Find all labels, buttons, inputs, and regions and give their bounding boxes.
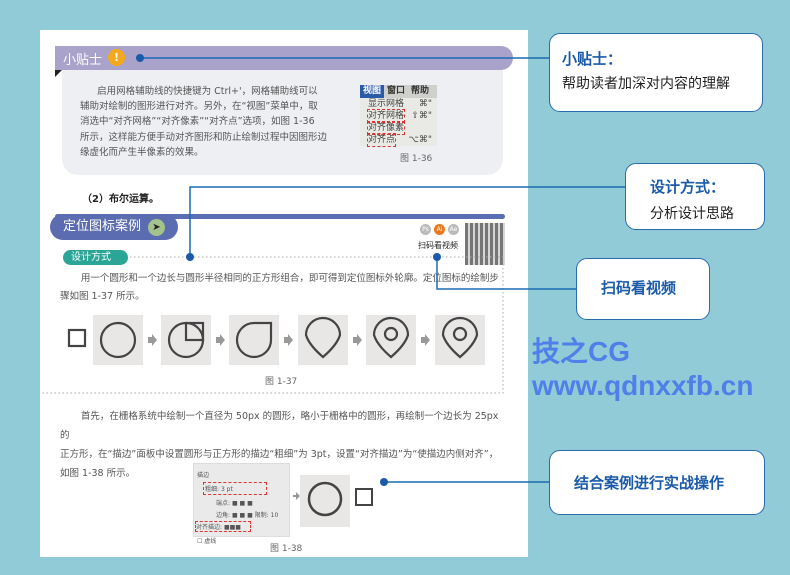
callout-design: 设计方式： 分析设计思路 xyxy=(625,163,765,230)
shortcut: ⌘" xyxy=(418,99,432,109)
tip-text: 启用网格辅助线的快捷键为 Ctrl+'，网格辅助线可以 辅助对绘制的图形进行对齐… xyxy=(80,84,355,160)
case-line: 骤如图 1-37 所示。 xyxy=(60,291,145,302)
callout-tip: 小贴士： 帮助读者加深对内容的理解 xyxy=(549,33,763,112)
menu-item: 对齐网格 xyxy=(366,109,406,123)
arrow-icon xyxy=(293,492,300,500)
stroke-panel: 描边 粗细: 3 pt 端点: ■ ■ ■ 边角: ■ ■ ■ 限制: 10 对… xyxy=(193,463,290,545)
view-menu-image: 视图窗口帮助 显示网格 ⌘" 对齐网格 ⇧⌘" 对齐像素 对齐点 ⌥⌘" xyxy=(360,85,437,147)
watermark: 技之CG www.qdnxxfb.cn xyxy=(532,336,754,401)
limit-field[interactable]: 10 xyxy=(270,512,279,519)
case-line: 如图 1-38 所示。 xyxy=(60,468,136,479)
case-line: 用一个圆形和一个边长与圆形半径相同的正方形组合，即可得到定位图标外轮廓。定位图标… xyxy=(80,273,499,284)
cursor-icon: ➤ xyxy=(148,219,165,236)
pin-shape xyxy=(372,316,410,359)
shortcut: ⇧⌘" xyxy=(411,111,432,121)
align-label: 对齐描边: xyxy=(196,524,223,531)
pin-hole xyxy=(452,326,468,342)
circle-shape xyxy=(99,321,137,359)
lightbulb-icon: ! xyxy=(108,49,125,66)
menu-item: 显示网格 xyxy=(368,99,405,109)
limit-label: 限制: xyxy=(254,512,269,519)
callout-sub: 分析设计思路 xyxy=(650,206,734,222)
tip-title: 小贴士 xyxy=(63,53,103,68)
case-text: 用一个圆形和一个边长与圆形半径相同的正方形组合，即可得到定位图标外轮廓。定位图标… xyxy=(60,270,510,306)
menu-help: 帮助 xyxy=(411,86,430,96)
case-line: 首先，在栅格系统中绘制一个直径为 50px 的圆形，略小于栅格中的圆形，再绘制一… xyxy=(60,411,499,441)
panel-title: 描边 xyxy=(197,472,210,479)
weight-label: 粗细: xyxy=(205,486,220,493)
figure-caption: 图 1-38 xyxy=(270,544,303,554)
tip-line: 所示，这样能方便手动对齐图形和防止绘制过程中因图形边 xyxy=(80,131,328,143)
pin-shape xyxy=(304,316,342,359)
square-shape xyxy=(355,488,373,506)
tip-line: 辅助对绘制的图形进行对齐。另外，在“视图”菜单中，取 xyxy=(80,101,318,113)
dot xyxy=(380,478,388,486)
dotted-border xyxy=(40,256,504,394)
dot xyxy=(186,253,194,261)
drop-shape xyxy=(235,321,273,359)
dot xyxy=(433,253,441,261)
square-shape xyxy=(184,321,205,342)
case-text-2: 首先，在栅格系统中绘制一个直径为 50px 的圆形，略小于栅格中的圆形，再绘制一… xyxy=(60,407,510,483)
arrow-icon xyxy=(216,334,225,346)
section-heading: （2）布尔运算。 xyxy=(82,194,159,205)
callout-title: 小贴士： xyxy=(562,50,623,68)
tip-line: 消选中“对齐网格”“对齐像素”“对齐点”选项，如图 1-36 xyxy=(80,116,315,128)
arrow-icon xyxy=(148,334,157,346)
qr-code[interactable] xyxy=(465,223,505,265)
arrow-icon xyxy=(284,334,293,346)
circle-shape xyxy=(307,481,343,517)
connector-scan xyxy=(436,257,578,290)
menu-item: 对齐点 xyxy=(366,133,397,147)
ae-icon: Ae xyxy=(448,224,459,235)
figure-caption: 图 1-36 xyxy=(400,154,433,164)
design-tag: 设计方式 xyxy=(63,250,128,265)
figure-caption: 图 1-37 xyxy=(265,377,298,387)
dashed-checkbox[interactable]: 虚线 xyxy=(204,538,217,545)
cap-label: 端点: xyxy=(216,500,231,507)
pin-shape xyxy=(441,316,479,359)
scan-label: 扫码看视频 xyxy=(418,241,458,250)
ai-icon: Ai xyxy=(434,224,445,235)
ps-icon: Ps xyxy=(420,224,431,235)
menu-view: 视图 xyxy=(360,85,385,98)
callout-title: 扫码看视频 xyxy=(601,279,677,297)
tip-line: 缘虚化而产生半像素的效果。 xyxy=(80,146,204,158)
menu-item: 对齐像素 xyxy=(366,121,406,135)
callout-case: 结合案例进行实战操作 xyxy=(549,450,765,515)
callout-scan: 扫码看视频 xyxy=(576,258,710,320)
tip-line: 启用网格辅助线的快捷键为 Ctrl+'，网格辅助线可以 xyxy=(97,86,318,97)
square-shape xyxy=(67,328,87,348)
pin-hole xyxy=(383,326,399,342)
callout-sub: 帮助读者加深对内容的理解 xyxy=(562,76,730,92)
corner-fold xyxy=(55,70,62,77)
weight-field[interactable]: 3 pt xyxy=(220,486,233,493)
menu-window: 窗口 xyxy=(387,86,406,96)
corner-label: 边角: xyxy=(216,512,231,519)
shortcut: ⌥⌘" xyxy=(408,135,432,145)
connector-design xyxy=(189,186,638,257)
arrow-icon xyxy=(353,334,362,346)
arrow-icon xyxy=(421,334,430,346)
callout-title: 设计方式： xyxy=(650,178,726,196)
callout-title: 结合案例进行实战操作 xyxy=(574,474,725,492)
dot xyxy=(136,54,144,62)
case-line: 正方形，在“描边”面板中设置圆形与正方形的描边“粗细”为 3pt，设置“对齐描边… xyxy=(60,449,499,460)
case-bar xyxy=(55,214,505,219)
